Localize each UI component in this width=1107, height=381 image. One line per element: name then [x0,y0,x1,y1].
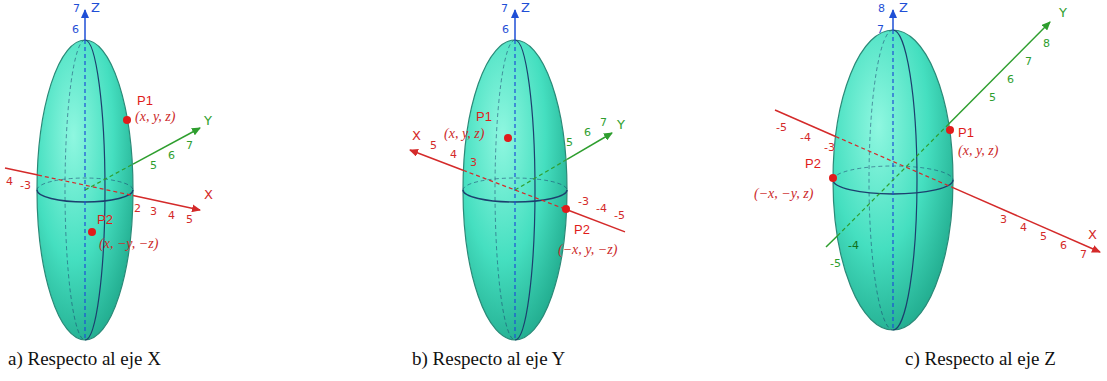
point-name: P2 [805,157,821,172]
figure-caption: a) Respecto al eje X [8,348,161,370]
axis-name: Z [91,1,100,16]
tick-number: 7 [1080,249,1087,262]
tick-number: 7 [186,140,193,153]
tick-number: 4 [168,210,175,223]
x-axis-hidden [836,137,953,188]
tick-number: 7 [600,117,607,130]
point-p2 [562,205,570,213]
coordinate-label: (x, −y, −z) [99,236,158,252]
axis-name: Y [204,114,212,129]
tick-number: 5 [566,137,573,150]
axis-name: Y [617,118,625,133]
x-axis [953,188,1100,252]
meridian [85,40,105,340]
tick-number: 5 [430,140,437,153]
point-p2 [88,228,96,236]
ellipsoid [37,40,133,340]
axis-name: Y [1059,6,1067,21]
x-axis-hidden [38,175,133,195]
tick-number: 3 [150,206,157,219]
ellipsoid [463,40,567,340]
point-name: P1 [137,94,153,109]
axis-name: X [204,188,213,203]
tick-number: -4 [800,132,811,145]
point-name: P1 [476,110,492,125]
tick-number: 6 [1060,240,1067,253]
tick-number: 5 [989,92,996,105]
tick-number: -3 [824,142,835,155]
meridian-back [65,40,85,340]
x-axis [133,196,200,211]
tick-number: 8 [878,3,885,16]
coordinate-label: (x, y, z) [444,126,484,142]
ellipsoid [833,30,953,330]
tick-number: 7 [501,3,508,16]
tick-number: 6 [584,127,591,140]
panel-a [5,10,200,340]
axis-name: Z [521,1,530,16]
tick-number: -4 [596,203,607,216]
figure-caption: b) Respecto al eje Y [412,348,565,370]
point-p1 [504,134,512,142]
tick-number: 6 [502,24,509,37]
axis-name: Z [899,1,908,16]
z-axis [84,10,86,40]
meridian-back [869,30,893,330]
coordinate-label: (−x, −y, z) [754,186,813,202]
meridian [515,40,535,340]
meridian-back [495,40,515,340]
tick-number: 4 [6,176,13,189]
panel-c [775,10,1100,330]
x-axis [410,150,463,170]
y-axis-hidden [837,124,948,236]
coordinate-label: (x, y, z) [958,143,998,159]
point-name: P2 [97,213,113,228]
tick-number: -3 [578,196,589,209]
tick-number: -4 [848,240,859,253]
tick-number: 6 [168,150,175,163]
y-axis [949,22,1050,124]
tick-number: -3 [20,180,31,193]
axis-name: X [412,129,421,144]
panel-b [410,10,625,340]
point-p1 [123,116,131,124]
tick-number: -5 [614,210,625,223]
axis-name: X [1088,228,1097,243]
y-axis [133,128,200,164]
tick-number: 3 [470,157,477,170]
point-name: P2 [574,223,590,238]
tick-number: 4 [1020,222,1027,235]
point-p2 [829,174,837,182]
tick-number: 6 [72,24,79,37]
tick-number: 3 [1000,214,1007,227]
tick-number: 4 [450,149,457,162]
tick-number: 5 [186,214,193,227]
z-axis [514,10,516,40]
x-axis [5,168,38,175]
coordinate-label: (x, y, z) [135,109,175,125]
point-name: P1 [958,126,974,141]
tick-number: -5 [830,258,841,271]
tick-number: 7 [1025,56,1032,69]
point-p1 [946,126,954,134]
tick-number: 8 [1043,38,1050,51]
tick-number: 7 [73,3,80,16]
tick-number: 5 [150,160,157,173]
y-axis [826,236,837,247]
tick-number: 5 [1040,231,1047,244]
tick-number: 2 [134,203,141,216]
tick-number: 6 [1007,74,1014,87]
coordinate-label: (−x, y, −z) [558,242,617,258]
y-axis-hidden [85,164,133,190]
z-axis [892,10,894,30]
tick-number: -5 [776,122,787,135]
figure-caption: c) Respecto al eje Z [905,348,1056,370]
y-axis-hidden [515,159,567,190]
tick-number: 7 [877,24,884,37]
meridian [893,30,917,330]
